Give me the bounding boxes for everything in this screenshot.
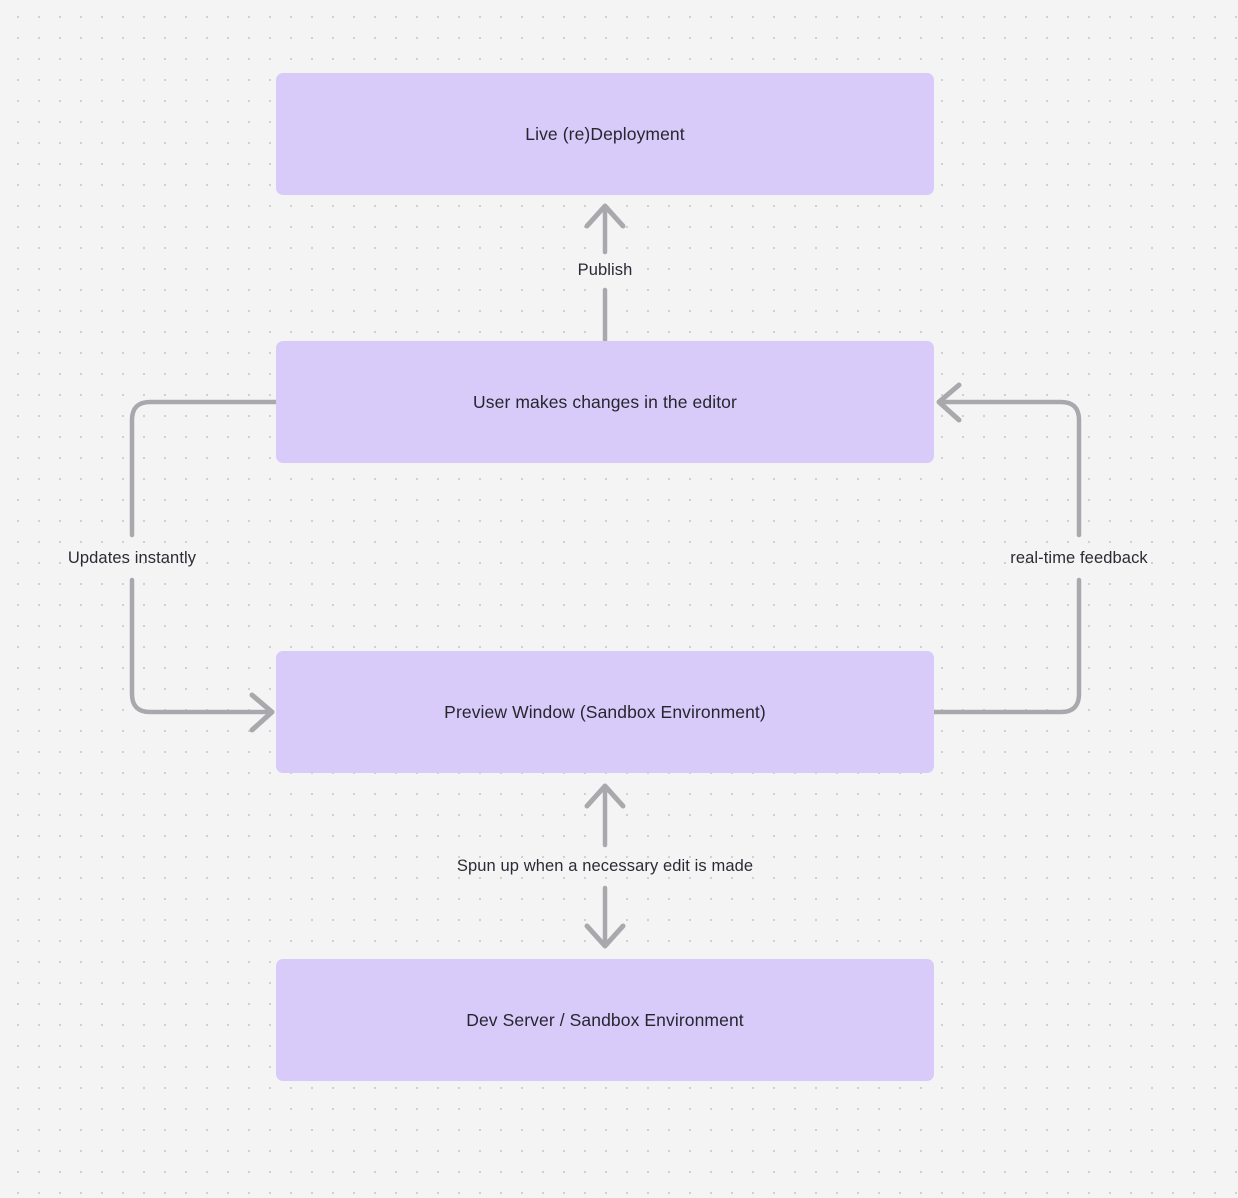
node-label-dev-server: Dev Server / Sandbox Environment [466, 1009, 744, 1030]
edge-label-real-time-feedback: real-time feedback [1010, 548, 1148, 567]
node-live-deployment[interactable]: Live (re)Deployment [276, 73, 934, 195]
node-label-user-edits: User makes changes in the editor [473, 391, 737, 412]
node-label-preview-window: Preview Window (Sandbox Environment) [444, 701, 766, 722]
edge-label-spun-up: Spun up when a necessary edit is made [456, 856, 754, 875]
edge-label-updates-instantly: Updates instantly [67, 548, 197, 567]
node-user-edits[interactable]: User makes changes in the editor [276, 341, 934, 463]
node-label-live-deployment: Live (re)Deployment [525, 123, 685, 144]
node-preview-window[interactable]: Preview Window (Sandbox Environment) [276, 651, 934, 773]
edge-label-publish: Publish [577, 260, 633, 279]
node-dev-server[interactable]: Dev Server / Sandbox Environment [276, 959, 934, 1081]
